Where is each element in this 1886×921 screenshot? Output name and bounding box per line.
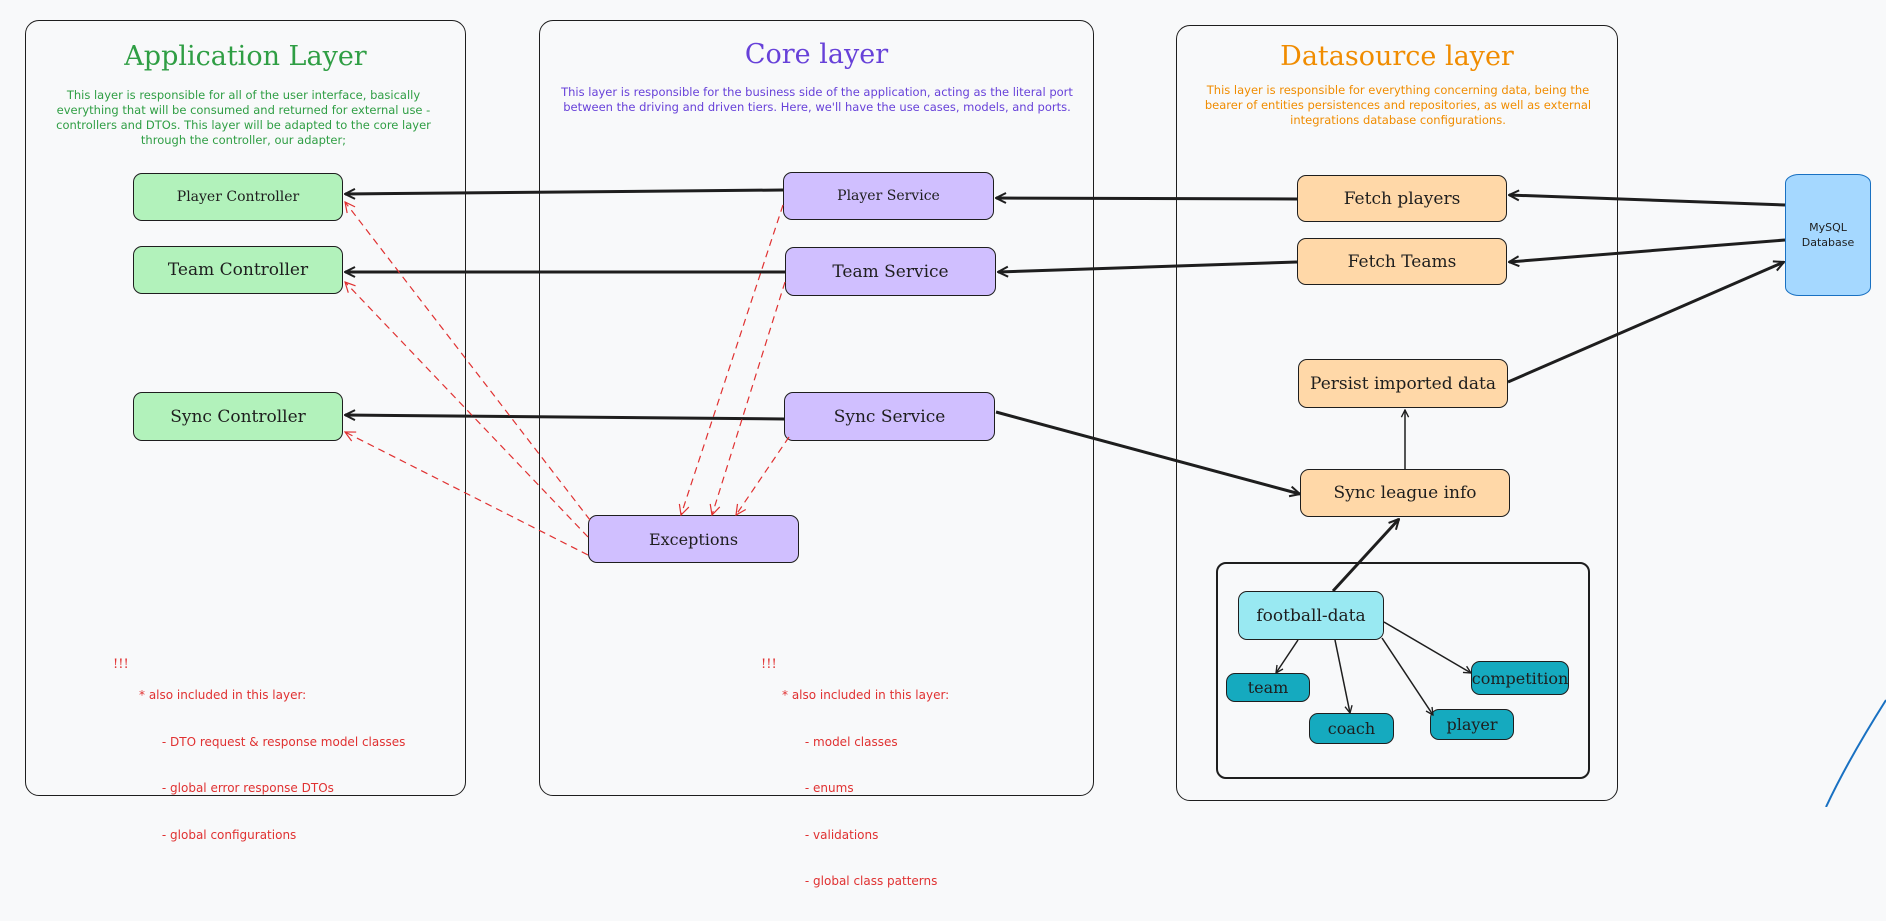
player-entity-node[interactable]: player xyxy=(1430,709,1514,740)
mysql-database-label: MySQL Database xyxy=(1801,221,1855,249)
datasource-layer-panel: Datasource layer This layer is responsib… xyxy=(1176,25,1618,801)
exceptions-node[interactable]: Exceptions xyxy=(588,515,799,563)
application-note-line: * also included in this layer: xyxy=(139,688,307,702)
sync-league-info-node[interactable]: Sync league info xyxy=(1300,469,1510,517)
core-note-line: - enums xyxy=(782,781,854,795)
coach-entity-node[interactable]: coach xyxy=(1309,713,1394,744)
application-layer-note: !!! * also included in this layer: - DTO… xyxy=(113,657,453,842)
external-integration-group xyxy=(1216,562,1590,779)
application-note-line: - DTO request & response model classes xyxy=(139,734,406,749)
application-layer-description: This layer is responsible for all of the… xyxy=(56,88,431,147)
sync-service-node[interactable]: Sync Service xyxy=(784,392,995,441)
core-layer-panel: Core layer This layer is responsible for… xyxy=(539,20,1094,796)
team-controller-node[interactable]: Team Controller xyxy=(133,246,343,294)
mysql-database-cylinder[interactable]: MySQL Database xyxy=(1785,174,1871,296)
competition-entity-node[interactable]: competition xyxy=(1471,661,1569,695)
application-note-line: - global error response DTOs xyxy=(139,781,334,795)
player-controller-node[interactable]: Player Controller xyxy=(133,173,343,221)
core-layer-note: !!! * also included in this layer: - mod… xyxy=(761,657,1021,888)
core-note-line: - global class patterns xyxy=(782,874,938,888)
core-note-line: * also included in this layer: xyxy=(782,688,950,702)
core-note-line: - model classes xyxy=(782,734,898,749)
player-service-node[interactable]: Player Service xyxy=(783,172,994,220)
core-note-line: - validations xyxy=(782,827,879,842)
datasource-layer-description: This layer is responsible for everything… xyxy=(1204,83,1592,127)
datasource-layer-title: Datasource layer xyxy=(1280,41,1514,72)
application-note-marker: !!! xyxy=(113,657,129,672)
core-note-marker: !!! xyxy=(761,657,777,672)
persist-imported-data-node[interactable]: Persist imported data xyxy=(1298,359,1508,408)
application-note-line: - global configurations xyxy=(139,827,297,842)
sync-controller-node[interactable]: Sync Controller xyxy=(133,392,343,441)
decorative-stroke xyxy=(1825,699,1886,807)
core-layer-title: Core layer xyxy=(744,39,889,70)
fetch-players-node[interactable]: Fetch players xyxy=(1297,175,1507,222)
core-layer-description: This layer is responsible for the busine… xyxy=(561,85,1073,114)
application-layer-title: Application Layer xyxy=(124,41,367,72)
architecture-diagram: Application Layer This layer is responsi… xyxy=(25,20,1886,888)
team-service-node[interactable]: Team Service xyxy=(785,247,996,296)
fetch-teams-node[interactable]: Fetch Teams xyxy=(1297,238,1507,285)
application-layer-panel: Application Layer This layer is responsi… xyxy=(25,20,466,796)
team-entity-node[interactable]: team xyxy=(1226,673,1310,702)
football-data-node[interactable]: football-data xyxy=(1238,591,1384,640)
